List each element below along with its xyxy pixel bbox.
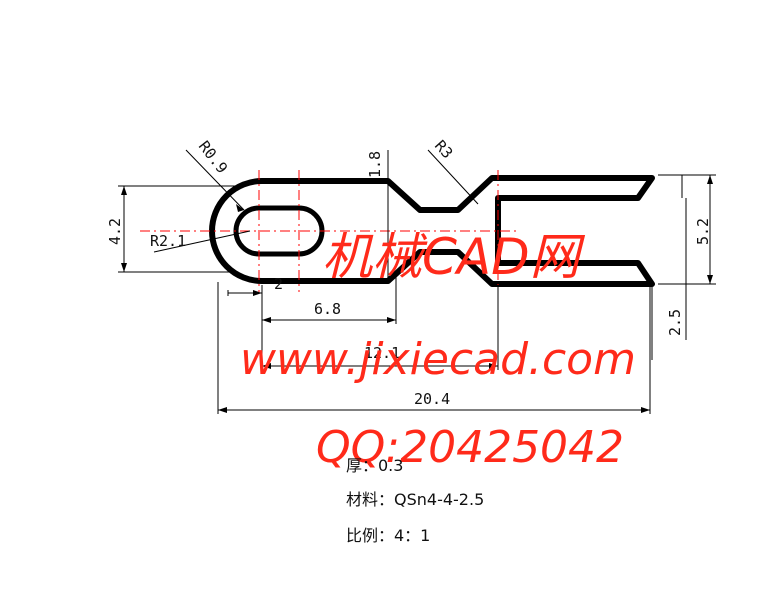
material-note: 材料：QSn4-4-2.5 [346, 490, 485, 509]
dim-1-8: 1.8 [366, 151, 384, 178]
dim-6-8: 6.8 [314, 300, 341, 318]
dim-20-4: 20.4 [414, 390, 450, 408]
dim-r0-9: R0.9 [195, 137, 231, 177]
dim-2: 2 [274, 275, 283, 293]
centerlines [140, 170, 520, 292]
dim-12-1: 12.1 [364, 344, 400, 362]
dim-r3: R3 [431, 137, 456, 162]
dimension-lines [118, 149, 716, 414]
watermark-url: www.jixiecad.com [240, 334, 636, 385]
thickness-note: 厚：0.3 [346, 456, 404, 475]
dim-r2-1: R2.1 [150, 232, 186, 250]
dim-5-2: 5.2 [694, 218, 712, 245]
arrowheads [121, 175, 713, 413]
scale-note: 比例：4：1 [346, 526, 431, 545]
watermark-qq: QQ:20425042 [316, 422, 624, 473]
dim-2-5: 2.5 [666, 309, 684, 336]
watermark-site-name: 机械CAD网 [322, 228, 586, 286]
dim-4-2: 4.2 [106, 218, 124, 245]
